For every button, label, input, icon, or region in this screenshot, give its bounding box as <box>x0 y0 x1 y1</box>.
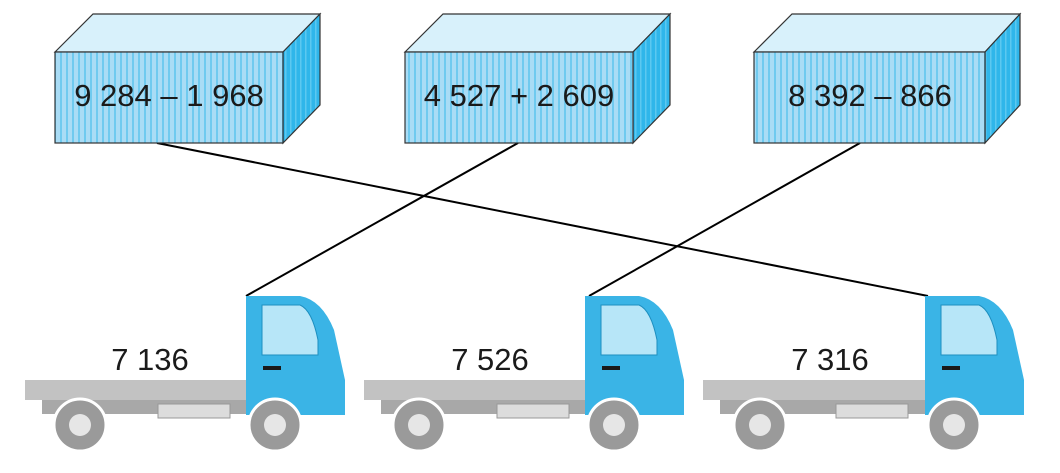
door-handle <box>602 366 620 370</box>
truck-step <box>835 403 909 419</box>
containers-row: 9 284 – 1 968 4 527 + 2 609 8 392 – 866 <box>53 12 1022 145</box>
container-front-face <box>404 51 634 144</box>
truck-bed <box>25 380 250 400</box>
truck-value: 7 526 <box>451 342 529 377</box>
wheel-hub <box>749 414 771 436</box>
connector-line-3 <box>588 142 861 297</box>
truck-window <box>940 304 998 356</box>
container-3[interactable]: 8 392 – 866 <box>752 12 1022 145</box>
connector-lines <box>156 142 929 297</box>
container-2[interactable]: 4 527 + 2 609 <box>403 12 672 145</box>
connector-line-1 <box>156 142 929 297</box>
wheel-hub <box>264 414 286 436</box>
truck-step <box>496 403 570 419</box>
truck-bed <box>364 380 589 400</box>
wheel-hub <box>408 414 430 436</box>
container-front-face <box>54 51 284 144</box>
trucks-row: 7 136 7 526 7 316 <box>25 296 1024 453</box>
container-top-face <box>53 13 322 53</box>
truck-bed <box>703 380 928 400</box>
wheel-hub <box>603 414 625 436</box>
truck-value: 7 316 <box>791 342 869 377</box>
truck-1[interactable]: 7 136 <box>25 296 345 453</box>
container-top-face <box>403 13 672 53</box>
container-front-face <box>753 51 986 144</box>
truck-value: 7 136 <box>111 342 189 377</box>
container-expression: 8 392 – 866 <box>788 78 952 113</box>
door-handle <box>942 366 960 370</box>
container-expression: 4 527 + 2 609 <box>424 78 614 113</box>
truck-3[interactable]: 7 316 <box>703 296 1024 453</box>
truck-2[interactable]: 7 526 <box>364 296 684 453</box>
container-expression: 9 284 – 1 968 <box>74 78 264 113</box>
truck-window <box>261 304 319 356</box>
wheel-hub <box>69 414 91 436</box>
truck-step <box>157 403 231 419</box>
wheel-hub <box>943 414 965 436</box>
connector-line-2 <box>245 142 519 297</box>
door-handle <box>263 366 281 370</box>
container-top-face <box>752 13 1022 53</box>
truck-window <box>600 304 658 356</box>
container-1[interactable]: 9 284 – 1 968 <box>53 12 322 145</box>
